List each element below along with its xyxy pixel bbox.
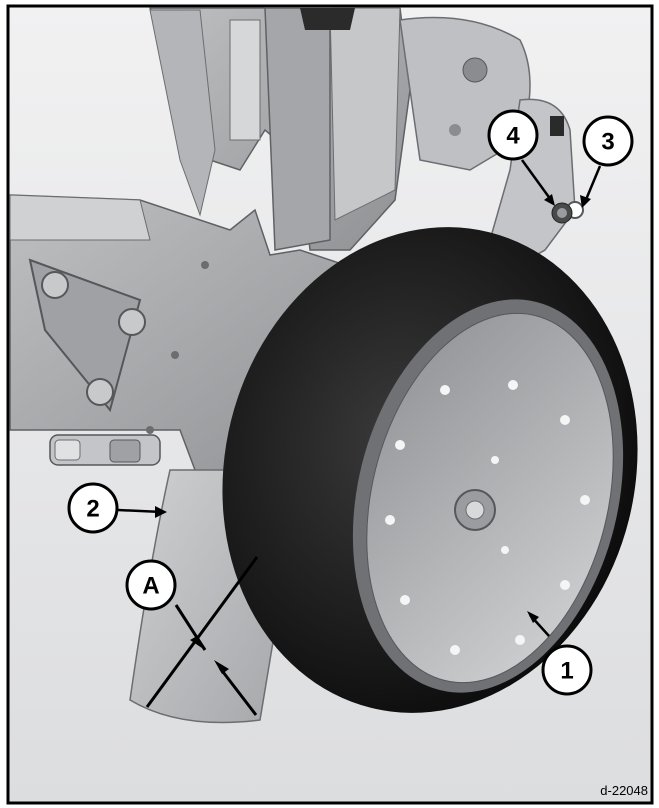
svg-text:A: A: [142, 573, 159, 600]
gauge-wheel: [222, 227, 638, 713]
callout-3: 3: [582, 115, 634, 167]
callout-4: 4: [487, 109, 539, 161]
svg-text:1: 1: [560, 658, 573, 685]
callout-a: A: [125, 559, 177, 611]
svg-text:4: 4: [506, 123, 520, 150]
callout-leaders: [117, 159, 602, 637]
callout-1: 1: [541, 644, 593, 696]
svg-text:3: 3: [601, 129, 614, 156]
hinge: [49, 434, 161, 466]
gauge-wheel-arm: [489, 98, 584, 271]
dimension-a: [145, 556, 259, 716]
svg-text:2: 2: [86, 496, 99, 523]
upper-column: [148, 7, 411, 251]
figure-id: d-22048: [600, 783, 648, 798]
callout-2: 2: [67, 482, 119, 534]
